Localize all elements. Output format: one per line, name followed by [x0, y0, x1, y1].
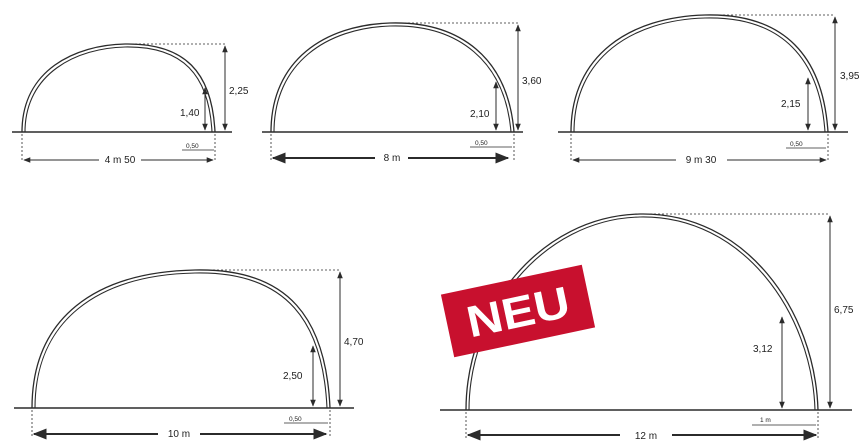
offset-label: 1 m [760, 417, 771, 424]
inner-height-label: 3,12 [753, 344, 773, 355]
diagram-8m: 3,60 2,10 0,50 8 m [262, 22, 542, 164]
neu-badge: NEU [440, 264, 596, 358]
inner-height-label: 2,50 [283, 371, 303, 382]
arch-inner [34, 272, 328, 409]
inner-height-label: 1,40 [180, 108, 200, 119]
height-label: 3,95 [840, 71, 860, 82]
arch-inner [24, 46, 213, 133]
diagram-9m30: 3,95 2,15 0,50 9 m 30 [558, 14, 860, 166]
arch-outer [270, 22, 515, 133]
offset-label: 0,50 [289, 416, 302, 423]
width-label: 9 m 30 [686, 155, 717, 166]
arch-outer [21, 43, 216, 133]
width-label: 8 m [384, 153, 401, 164]
inner-height-label: 2,15 [781, 99, 801, 110]
inner-height-label: 2,10 [470, 109, 490, 120]
width-label: 12 m [635, 431, 657, 442]
arch-inner [573, 17, 826, 133]
arch-inner [273, 25, 512, 133]
height-label: 2,25 [229, 86, 249, 97]
width-label: 4 m 50 [105, 155, 136, 166]
arch-outer [570, 14, 829, 133]
offset-label: 0,50 [186, 143, 199, 150]
neu-badge-background [440, 264, 596, 358]
width-label: 10 m [168, 429, 190, 440]
height-label: 6,75 [834, 305, 854, 316]
offset-label: 0,50 [475, 140, 488, 147]
offset-label: 0,50 [790, 141, 803, 148]
height-label: 4,70 [344, 337, 364, 348]
arch-outer [31, 269, 331, 409]
diagram-10m: 4,70 2,50 0,50 10 m [14, 269, 364, 440]
height-label: 3,60 [522, 76, 542, 87]
diagram-4m50: 2,25 1,40 0,50 4 m 50 [12, 43, 249, 166]
